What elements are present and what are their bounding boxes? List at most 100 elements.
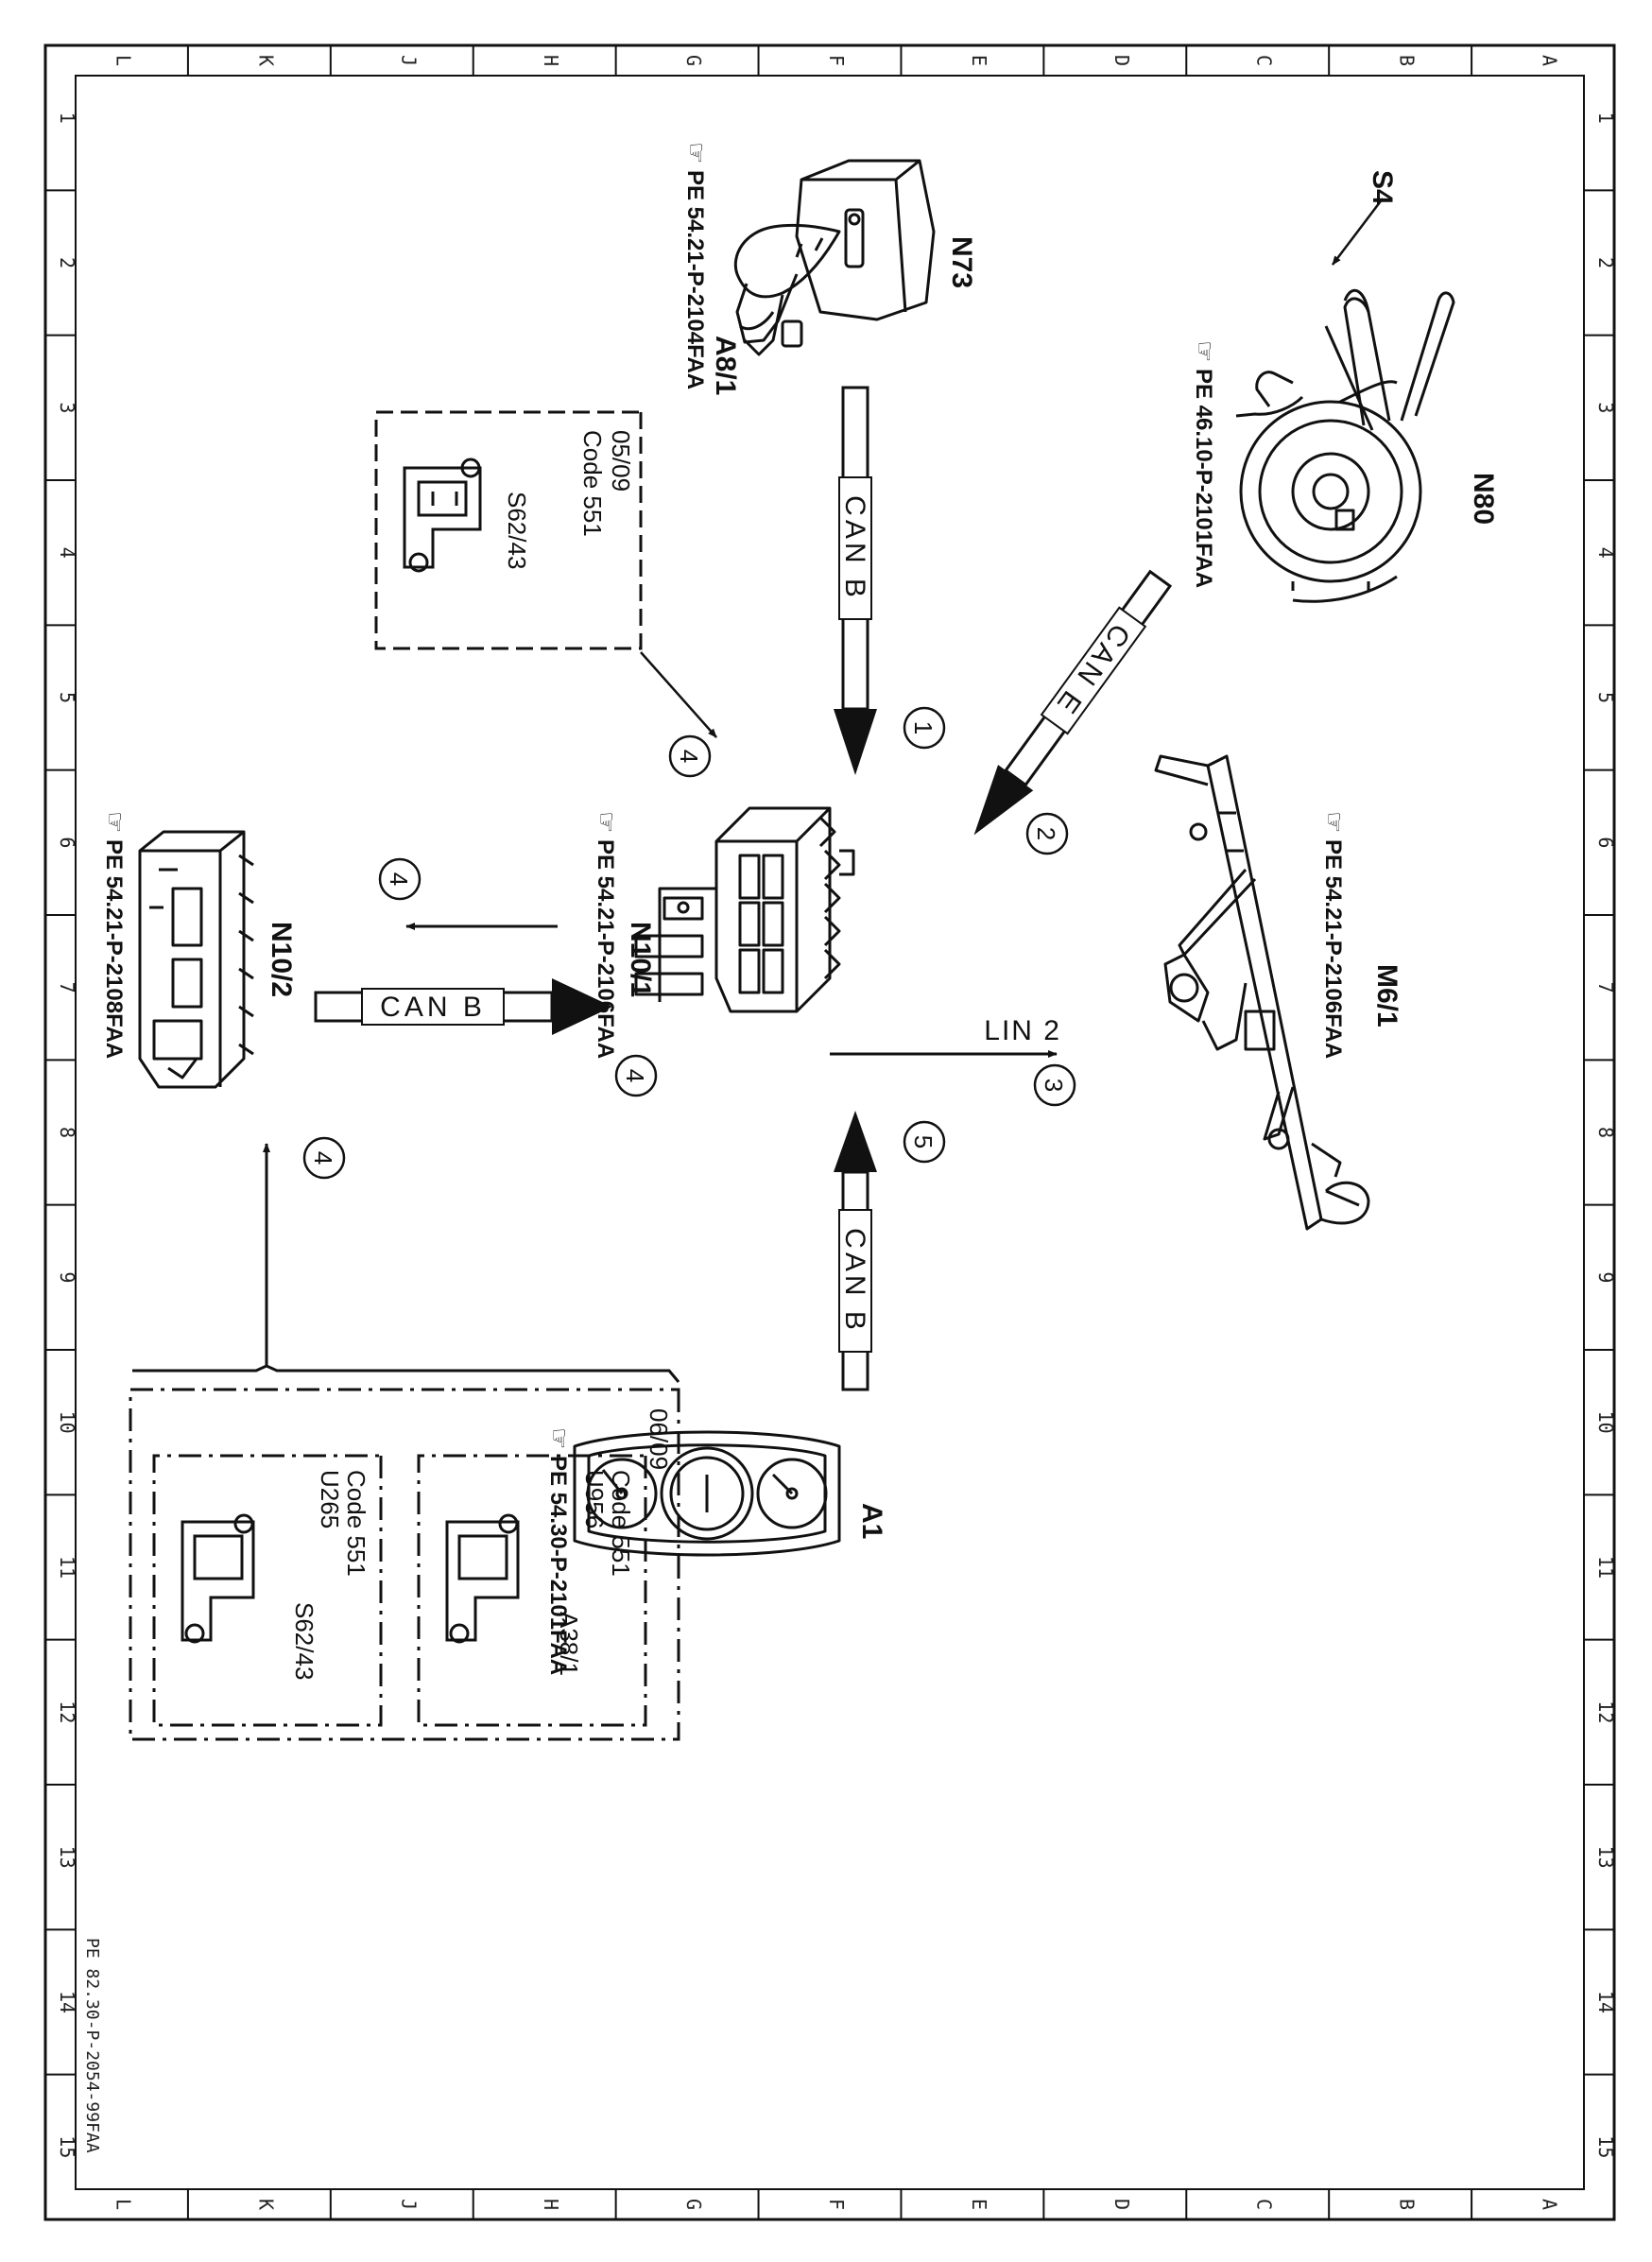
m6-1-wiper-motor: M6/1 ☞ PE 54.21-P-2106FAA bbox=[1154, 754, 1402, 1231]
can-e-label: CAN E bbox=[1049, 618, 1136, 722]
s62-43-bottom-label: S62/43 bbox=[290, 1602, 318, 1680]
frame-column-letter-top: H bbox=[540, 55, 562, 66]
frame-column-letter-top: F bbox=[825, 55, 848, 66]
n10-2-ref-icon: ☞ bbox=[101, 811, 129, 833]
n10-1-ref-icon: ☞ bbox=[593, 811, 621, 833]
can-b-bottom-bus: CAN B bbox=[834, 1111, 877, 1391]
a38-1-label: A38/1 bbox=[555, 1612, 583, 1676]
frame-row-number-right: 14 bbox=[1594, 1991, 1617, 2013]
callout-3: 3 bbox=[1033, 1063, 1076, 1107]
s62-43-bottom-frame bbox=[152, 1454, 383, 1727]
frame-row-number-left: 14 bbox=[56, 1991, 78, 2013]
can-b-left-bus: CAN B bbox=[314, 978, 612, 1035]
frame-column-letter-top: C bbox=[1253, 55, 1276, 66]
n73-ref-icon: ☞ bbox=[682, 142, 711, 164]
frame-column-letter-top: J bbox=[397, 55, 420, 66]
frame-column-letter-bottom: L bbox=[112, 2199, 134, 2210]
frame-column-letter-bottom: A bbox=[1539, 2199, 1561, 2210]
steering-column-switch-icon bbox=[1235, 288, 1455, 603]
frame-row-number-right: 11 bbox=[1594, 1556, 1617, 1579]
frame-column-letter-bottom: D bbox=[1110, 2199, 1133, 2210]
frame-column-letter-top: A bbox=[1539, 55, 1561, 66]
bottom-group-date: 06/09 bbox=[645, 1408, 673, 1470]
callout-4-left-top: 4 bbox=[378, 857, 422, 901]
callout-1: 1 bbox=[903, 706, 946, 750]
callout-2: 2 bbox=[1025, 812, 1069, 855]
frame-row-number-left: 10 bbox=[56, 1411, 78, 1434]
a38-1-code: Code 551 bbox=[607, 1470, 635, 1577]
a1-ref-icon: ☞ bbox=[545, 1427, 574, 1449]
sensor-icon bbox=[403, 458, 482, 573]
bottom-group-frame bbox=[129, 1388, 680, 1741]
frame-column-letter-top: L bbox=[112, 55, 134, 66]
frame-row-number-left: 2 bbox=[56, 257, 78, 268]
n73-label: N73 bbox=[946, 236, 977, 288]
n80-label: N80 bbox=[1468, 473, 1499, 525]
n80-steering-column-module: S4 N80 ☞ PE 46.10-P-2101FAA bbox=[1191, 170, 1499, 603]
sensor-icon bbox=[445, 1513, 520, 1644]
frame-row-number-left: 11 bbox=[56, 1556, 78, 1579]
frame-row-number-left: 4 bbox=[56, 547, 78, 559]
frame-column-letter-bottom: F bbox=[825, 2199, 848, 2210]
a38-1-frame bbox=[417, 1454, 647, 1727]
frame-row-number-left: 6 bbox=[56, 837, 78, 848]
sensor-icon bbox=[181, 1513, 255, 1644]
s62-43-top-label: S62/43 bbox=[503, 492, 531, 569]
a8-1-label: A8/1 bbox=[710, 336, 741, 395]
n10-2-label: N10/2 bbox=[266, 922, 297, 997]
s62-43-bottom-subcode: U265 bbox=[316, 1470, 344, 1528]
callout-5: 5 bbox=[903, 1120, 946, 1164]
instrument-cluster-icon bbox=[573, 1430, 841, 1557]
document-code: PE 82.30-P-2054-99FAA bbox=[82, 1938, 102, 2153]
frame-column-letter-bottom: B bbox=[1396, 2199, 1419, 2210]
s62-43-bottom-code: Code 551 bbox=[342, 1470, 370, 1577]
s62-43-top-group: 05/09 Code 551 S62/43 bbox=[374, 410, 643, 650]
bottom-group: 06/09 Code 551 U956 A38/1 Code 551 U265 … bbox=[129, 1388, 680, 1741]
lin2-label: LIN 2 bbox=[984, 1015, 1061, 1046]
can-e-bus: CAN E bbox=[973, 569, 1173, 836]
frame-row-number-left: 7 bbox=[56, 982, 78, 993]
can-b-top-label: CAN B bbox=[839, 495, 870, 601]
can-b-bottom-arrowhead bbox=[834, 1111, 877, 1172]
frame-row-number-right: 5 bbox=[1594, 692, 1617, 703]
svg-text:5: 5 bbox=[909, 1135, 938, 1148]
frame-row-number-right: 7 bbox=[1594, 982, 1617, 993]
frame-row-number-right: 15 bbox=[1594, 2135, 1617, 2158]
callout-4-top: 4 bbox=[668, 734, 712, 778]
frame-row-number-right: 4 bbox=[1594, 547, 1617, 559]
frame-row-number-right: 6 bbox=[1594, 837, 1617, 848]
frame-row-number-right: 13 bbox=[1594, 1846, 1617, 1869]
a38-1-subcode: U956 bbox=[580, 1470, 609, 1528]
frame-column-letter-bottom: G bbox=[682, 2199, 705, 2210]
bottom-group-brace bbox=[132, 1364, 680, 1383]
frame-column-letter-top: D bbox=[1110, 55, 1133, 66]
can-b-bottom-label: CAN B bbox=[839, 1228, 870, 1334]
svg-text:4: 4 bbox=[309, 1151, 337, 1165]
frame-row-number-right: 1 bbox=[1594, 112, 1617, 124]
svg-text:1: 1 bbox=[909, 721, 938, 734]
frame-row-number-left: 8 bbox=[56, 1127, 78, 1138]
m6-1-ref-text: PE 54.21-P-2106FAA bbox=[1320, 839, 1346, 1059]
callout-4-bottom: 4 bbox=[302, 1136, 346, 1180]
frame-row-number-left: 5 bbox=[56, 692, 78, 703]
n10-1-control-unit: N10/1 ☞ PE 54.21-P-2106FAA bbox=[593, 806, 855, 1059]
m6-1-label: M6/1 bbox=[1371, 964, 1402, 1027]
frame-column-letter-top: B bbox=[1396, 55, 1419, 66]
svg-text:2: 2 bbox=[1032, 827, 1060, 840]
fuse-box-icon bbox=[138, 830, 254, 1089]
m6-1-ref-icon: ☞ bbox=[1320, 811, 1349, 833]
frame-row-number-right: 8 bbox=[1594, 1127, 1617, 1138]
n10-2-control-unit: N10/2 ☞ PE 54.21-P-2108FAA bbox=[101, 811, 297, 1089]
frame-column-letter-top: E bbox=[968, 55, 990, 66]
s62-43-top-frame bbox=[374, 410, 643, 650]
frame-column-letter-top: K bbox=[254, 55, 277, 66]
wiper-linkage-icon bbox=[1154, 754, 1370, 1231]
n10-2-ref-text: PE 54.21-P-2108FAA bbox=[101, 839, 127, 1059]
can-b-left-arrowhead bbox=[552, 978, 612, 1035]
frame-column-letter-bottom: E bbox=[968, 2199, 990, 2210]
a1-instrument-cluster: A1 ☞ PE 54.30-P-2101FAA bbox=[545, 1427, 887, 1675]
frame-column-letter-bottom: H bbox=[540, 2199, 562, 2210]
frame-row-number-right: 3 bbox=[1594, 402, 1617, 413]
